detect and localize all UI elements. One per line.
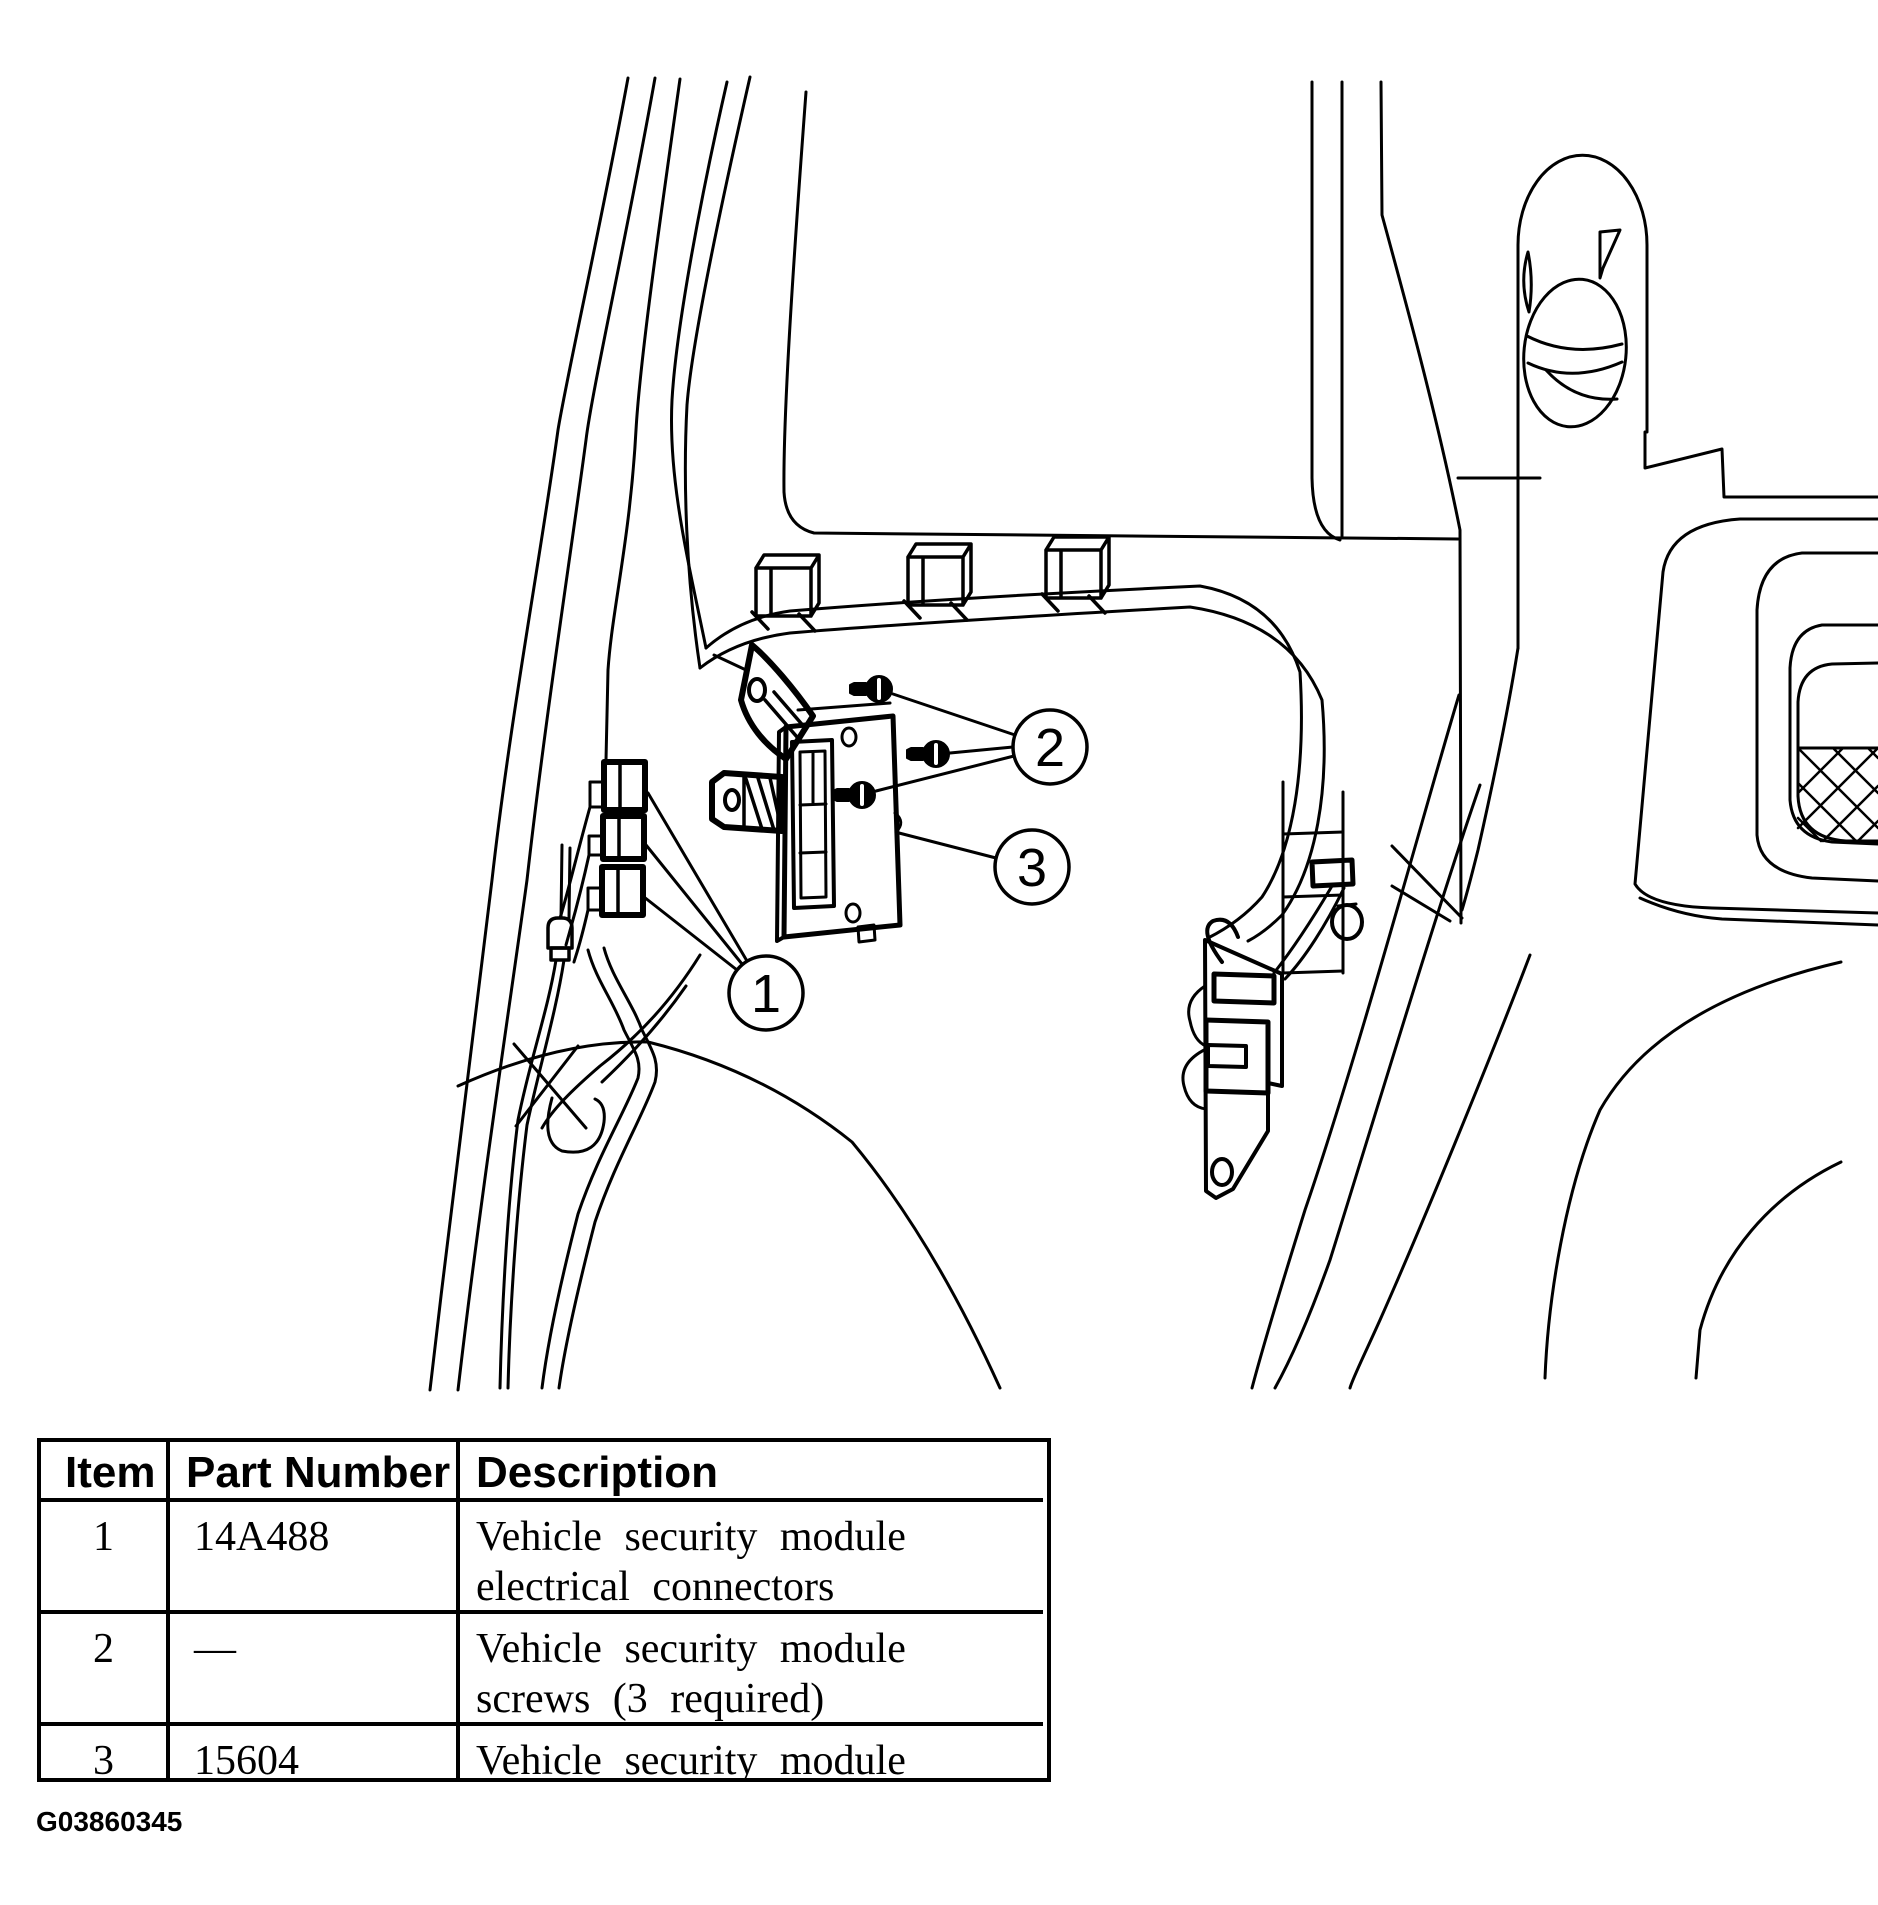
figure-id: G03860345	[36, 1806, 183, 1837]
callout-3: 3	[993, 828, 1071, 906]
screw-icon-module	[832, 781, 876, 809]
belt-pillar-drawing	[1460, 153, 1878, 912]
callout-2: 2	[1011, 708, 1089, 786]
table-row-2-part-number: —	[170, 1614, 460, 1726]
callout-3-label: 3	[1017, 838, 1047, 898]
screw-icon-middle	[906, 740, 950, 768]
module-side-tab	[709, 770, 785, 834]
sill-clips	[750, 535, 1111, 633]
table-row-1-item: 1	[41, 1502, 170, 1614]
harness-wires-drawing	[498, 805, 702, 1390]
callout-1-label: 1	[751, 964, 781, 1024]
table-header-part-number: Part Number	[170, 1442, 460, 1502]
table-row-1-part-number: 14A488	[170, 1502, 460, 1614]
body-pillar-lines	[428, 75, 752, 1392]
parts-table: Item Part Number Description 1 14A488 Ve…	[37, 1438, 1051, 1782]
table-row-2-item: 2	[41, 1614, 170, 1726]
callout-2-label: 2	[1035, 718, 1065, 778]
quarter-trim-panel-drawing	[1633, 517, 1878, 927]
speaker-grille-crosshatch	[1796, 746, 1878, 843]
table-row-2-description: Vehicle security module screws (3 requir…	[460, 1614, 1043, 1726]
wheel-arch-line	[456, 1040, 1002, 1390]
table-row-1-description: Vehicle security module electrical conne…	[460, 1502, 1043, 1614]
quarter-window-outline	[782, 80, 1542, 925]
table-row-3-part-number: 15604	[170, 1726, 460, 1778]
trim-slot-sliver	[1522, 250, 1533, 314]
connector-blocks-drawing	[586, 759, 648, 918]
rear-harness-bracket-drawing	[1181, 780, 1364, 1200]
callout-1: 1	[727, 954, 805, 1032]
table-row-3-description: Vehicle security module	[476, 1738, 906, 1778]
callout-leader-lines	[642, 692, 1017, 972]
lower-panel-contours	[1250, 693, 1843, 1390]
panel-sill-contour	[698, 584, 1326, 943]
table-row-3-item: 3	[41, 1726, 170, 1778]
screw-icon-top	[849, 675, 893, 703]
table-header-item: Item	[41, 1442, 170, 1502]
security-module-drawing	[775, 701, 903, 944]
table-header-description: Description	[460, 1442, 1043, 1502]
belt-guide-flag	[1598, 228, 1622, 280]
belt-d-ring-icon	[1522, 277, 1628, 429]
module-mounting-bracket	[738, 642, 816, 762]
